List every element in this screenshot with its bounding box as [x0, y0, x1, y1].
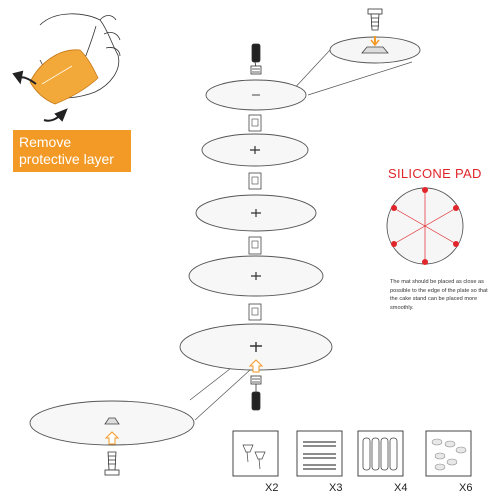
- quantity-label: X4: [394, 482, 408, 494]
- tier-2-plate: [201, 133, 309, 167]
- connector-post-icon: [248, 236, 262, 255]
- tier-4-plate: [188, 255, 324, 297]
- parts-box-rods: [296, 430, 343, 477]
- connector-post-icon: [248, 114, 262, 132]
- top-plate-detail: [329, 36, 421, 64]
- protective-film: [29, 49, 99, 105]
- screw-icon: [367, 8, 383, 31]
- screw-icon: [250, 375, 262, 411]
- quantity-label: X3: [329, 482, 343, 494]
- quantity-label: X6: [459, 482, 473, 494]
- tier-3-plate: [195, 194, 317, 232]
- silicone-pad-note: The mat should be placed as close as pos…: [390, 279, 488, 311]
- up-arrow-icon: [104, 431, 120, 445]
- screw-icon: [250, 43, 262, 75]
- connector-post-icon: [248, 303, 262, 321]
- parts-box-screws: [232, 430, 279, 477]
- silicone-pad-title: SILICONE PAD: [388, 166, 482, 181]
- peel-arrow-icon: [12, 70, 68, 122]
- parts-box-posts: [357, 430, 404, 477]
- quantity-label: X2: [265, 482, 279, 494]
- silicone-pad-diagram: [386, 187, 464, 265]
- parts-box-pads: [425, 430, 472, 477]
- tier-1-plate: [205, 79, 307, 111]
- remove-protective-layer-label: Remove protective layer: [13, 130, 131, 172]
- bottom-plate-detail: [29, 400, 195, 446]
- screw-icon: [104, 451, 120, 476]
- connector-post-icon: [248, 172, 262, 190]
- up-arrow-icon: [248, 359, 264, 373]
